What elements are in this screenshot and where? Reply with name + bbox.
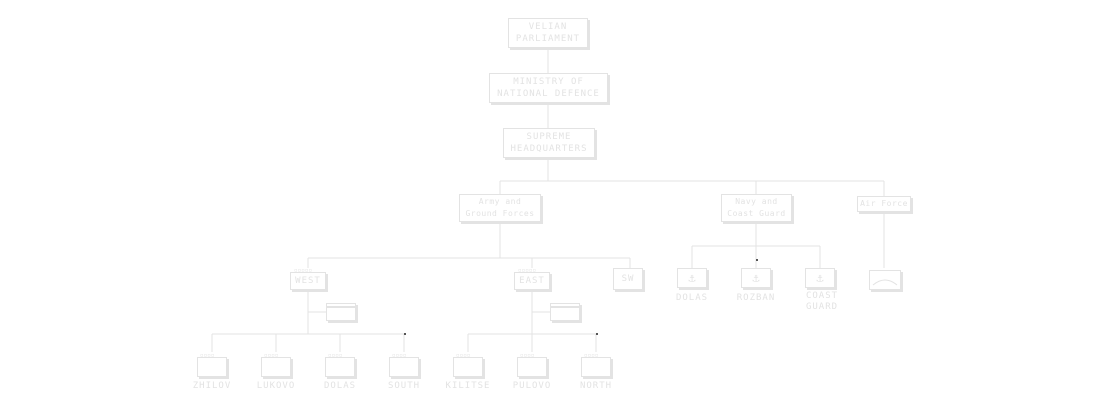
- west-flag-icon: [326, 303, 356, 321]
- west-subunit-2-label: LUKOVO: [256, 381, 296, 391]
- rank-stars-icon: ▫▫▫▫▫: [518, 267, 537, 274]
- pin-marker: [756, 259, 758, 261]
- east-subunit-3-label: NORTH: [579, 381, 613, 391]
- pin-marker: [404, 333, 406, 335]
- headquarters-label: SUPREME HEADQUARTERS: [510, 132, 588, 154]
- anchor-icon[interactable]: ⚓: [805, 268, 835, 288]
- airforce-label: Air Force: [860, 199, 908, 208]
- east-subunit-1-label: KILITSE: [445, 381, 491, 391]
- parliament-node[interactable]: VELIAN PARLIAMENT: [508, 18, 588, 48]
- unit-sw[interactable]: SW: [613, 268, 643, 290]
- pin-marker: [596, 333, 598, 335]
- west-subunit-3-label: DOLAS: [323, 381, 357, 391]
- west-subunit-1-label: ZHILOV: [192, 381, 232, 391]
- anchor-icon[interactable]: ⚓: [741, 268, 771, 288]
- east-subunit-1-icon[interactable]: ▫▫▫▫: [453, 353, 483, 377]
- west-subunit-1-icon[interactable]: ▫▫▫▫: [197, 353, 227, 377]
- unit-sw-label: SW: [621, 274, 635, 284]
- ministry-label: MINISTRY OF NATIONAL DEFENCE: [497, 77, 600, 99]
- east-subunit-2-label: PULOVO: [512, 381, 552, 391]
- headquarters-node[interactable]: SUPREME HEADQUARTERS: [503, 128, 595, 158]
- navy-node[interactable]: Navy and Coast Guard: [721, 194, 792, 222]
- west-subunit-3-icon[interactable]: ▫▫▫▫: [325, 353, 355, 377]
- east-subunit-3-icon[interactable]: ▫▫▫▫: [581, 353, 611, 377]
- aircraft-icon[interactable]: [869, 270, 901, 290]
- unit-east-label: EAST: [519, 276, 545, 286]
- parliament-label: VELIAN PARLIAMENT: [515, 22, 581, 44]
- east-subunit-2-icon[interactable]: ▫▫▫▫: [517, 353, 547, 377]
- anchor-icon[interactable]: ⚓: [677, 268, 707, 288]
- west-subunit-2-icon[interactable]: ▫▫▫▫: [261, 353, 291, 377]
- west-subunit-4-icon[interactable]: ▫▫▫▫: [389, 353, 419, 377]
- navy-label: Navy and Coast Guard: [727, 197, 786, 218]
- aircraft-shape: [872, 279, 898, 286]
- unit-east[interactable]: ▫▫▫▫▫ EAST: [514, 268, 550, 290]
- navy-unit-3-label: COAST GUARD: [805, 291, 839, 312]
- army-node[interactable]: Army and Ground Forces: [459, 194, 541, 222]
- army-label: Army and Ground Forces: [465, 197, 535, 218]
- unit-west-label: WEST: [295, 276, 321, 286]
- unit-west[interactable]: ▫▫▫▫▫ WEST: [290, 268, 326, 290]
- ministry-node[interactable]: MINISTRY OF NATIONAL DEFENCE: [489, 73, 608, 103]
- navy-unit-2-label: ROZBAN: [736, 293, 776, 303]
- west-subunit-4-label: SOUTH: [387, 381, 421, 391]
- navy-unit-1-label: DOLAS: [675, 293, 709, 303]
- east-flag-icon: [550, 303, 580, 321]
- rank-stars-icon: ▫▫▫▫▫: [294, 267, 313, 274]
- airforce-node[interactable]: Air Force: [857, 196, 911, 212]
